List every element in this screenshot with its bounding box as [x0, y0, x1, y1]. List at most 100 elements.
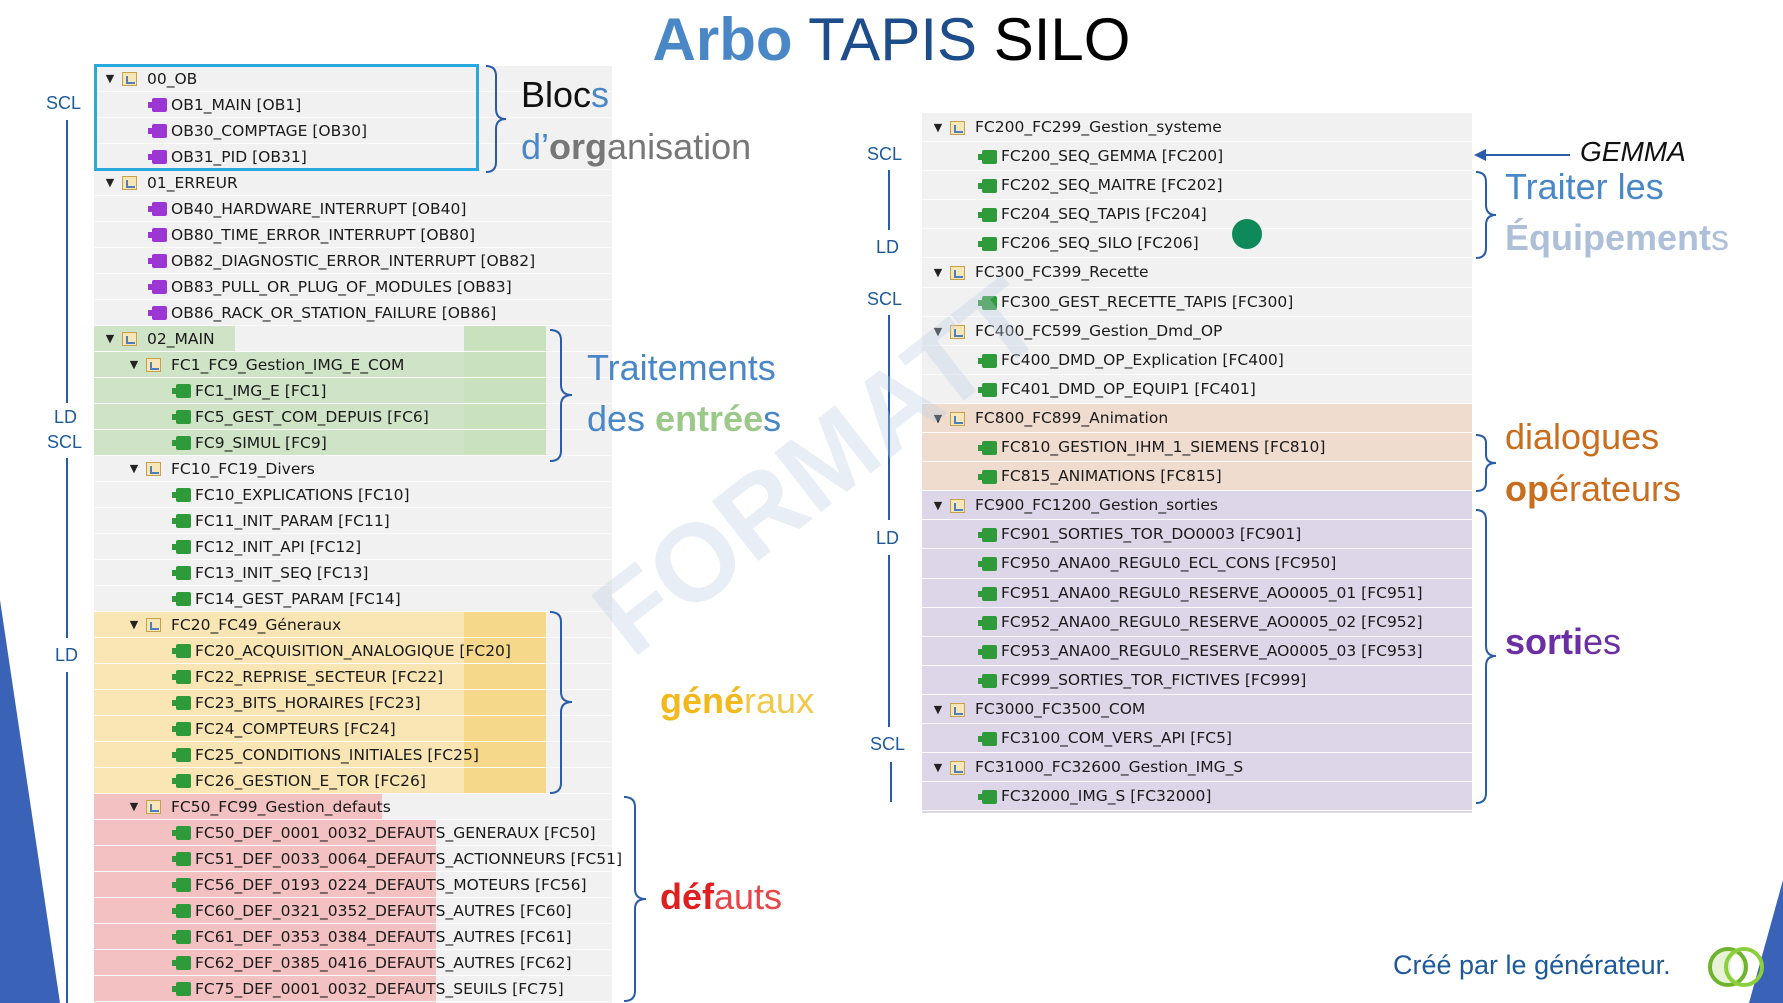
expand-arrow-icon[interactable]: ▼ — [933, 761, 943, 775]
tree-block-row[interactable]: FC206_SEQ_SILO [FC206] — [922, 229, 1472, 259]
tree-block-row[interactable]: FC400_DMD_OP_Explication [FC400] — [922, 346, 1472, 375]
tree-folder-row[interactable]: ▼00_OB — [94, 66, 612, 92]
expand-arrow-icon[interactable]: ▼ — [129, 800, 139, 813]
tree-item-label: OB83_PULL_OR_PLUG_OF_MODULES [OB83] — [171, 278, 512, 296]
tree-block-row[interactable]: FC50_DEF_0001_0032_DEFAUTS_GENERAUX [FC5… — [94, 820, 612, 846]
tree-block-row[interactable]: FC401_DMD_OP_EQUIP1 [FC401] — [922, 375, 1472, 404]
expand-arrow-icon[interactable]: ▼ — [933, 702, 943, 716]
right-label-scl-1: SCL — [867, 144, 903, 164]
expand-arrow-icon[interactable]: ▼ — [933, 499, 943, 513]
tree-block-row[interactable]: FC61_DEF_0353_0384_DEFAUTS_AUTRES [FC61] — [94, 924, 612, 950]
right-bracket-line-1 — [888, 170, 890, 230]
tree-block-row[interactable]: FC951_ANA00_REGUL0_RESERVE_AO0005_01 [FC… — [922, 579, 1472, 608]
expand-arrow-icon[interactable]: ▼ — [129, 462, 139, 475]
annotation-operateurs-part1: op — [1505, 468, 1549, 509]
expand-arrow-icon[interactable]: ▼ — [129, 358, 139, 371]
tree-folder-row[interactable]: ▼FC31000_FC32600_Gestion_IMG_S — [922, 753, 1472, 783]
tree-block-row[interactable]: FC950_ANA00_REGUL0_ECL_CONS [FC950] — [922, 549, 1472, 579]
tree-block-row[interactable]: FC999_SORTIES_TOR_FICTIVES [FC999] — [922, 666, 1472, 695]
tree-block-row[interactable]: FC14_GEST_PARAM [FC14] — [94, 586, 612, 612]
brace-defauts — [623, 796, 647, 1002]
tree-block-row[interactable]: FC10_EXPLICATIONS [FC10] — [94, 482, 612, 508]
expand-arrow-icon[interactable]: ▼ — [105, 332, 115, 345]
tree-folder-row[interactable]: ▼FC1_FC9_Gestion_IMG_E_COM — [94, 352, 612, 378]
tree-folder-row[interactable]: ▼ FC900_FC1200_Gestion_sorties — [922, 491, 1472, 521]
tree-block-row[interactable]: FC26_GESTION_E_TOR [FC26] — [94, 768, 612, 794]
tree-block-row[interactable]: FC1_IMG_E [FC1] — [94, 378, 612, 404]
tree-item-label: FC900_FC1200_Gestion_sorties — [975, 496, 1218, 515]
title-word-arbo: Arbo — [652, 6, 793, 73]
tree-block-row[interactable]: FC810_GESTION_IHM_1_SIEMENS [FC810] — [922, 433, 1472, 463]
tree-block-row[interactable]: FC32000_IMG_S [FC32000] — [922, 782, 1472, 812]
tree-folder-row[interactable]: ▼FC400_FC599_Gestion_Dmd_OP — [922, 317, 1472, 346]
tree-block-row[interactable]: FC300_GEST_RECETTE_TAPIS [FC300] — [922, 288, 1472, 317]
tree-block-row[interactable]: FC23_BITS_HORAIRES [FC23] — [94, 690, 612, 716]
status-dot — [1232, 219, 1262, 249]
expand-arrow-icon[interactable]: ▼ — [933, 411, 943, 425]
tree-block-row[interactable]: FC75_DEF_0001_0032_DEFAUTS_SEUILS [FC75] — [94, 976, 612, 1002]
tree-block-row[interactable]: FC20_ACQUISITION_ANALOGIQUE [FC20] — [94, 638, 612, 664]
highlight-generaux-block — [464, 612, 546, 794]
tree-block-row[interactable]: FC25_CONDITIONS_INITIALES [FC25] — [94, 742, 612, 768]
tree-block-row[interactable]: FC13_INIT_SEQ [FC13] — [94, 560, 612, 586]
tree-block-row[interactable]: OB80_TIME_ERROR_INTERRUPT [OB80] — [94, 222, 612, 248]
slide-title: Arbo TAPIS SILO — [0, 8, 1783, 72]
expand-arrow-icon[interactable]: ▼ — [105, 72, 115, 85]
tree-block-row[interactable]: FC12_INIT_API [FC12] — [94, 534, 612, 560]
tree-block-row[interactable]: OB82_DIAGNOSTIC_ERROR_INTERRUPT [OB82] — [94, 248, 612, 274]
fc-block-icon — [978, 790, 997, 805]
tree-block-row[interactable]: OB40_HARDWARE_INTERRUPT [OB40] — [94, 196, 612, 222]
annotation-blocs-part1: Bloc — [521, 74, 592, 115]
tree-block-row[interactable]: FC202_SEQ_MAITRE [FC202] — [922, 171, 1472, 201]
expand-arrow-icon[interactable]: ▼ — [933, 324, 943, 338]
tree-folder-row[interactable]: ▼FC50_FC99_Gestion_defauts — [94, 794, 612, 820]
tree-folder-row[interactable]: ▼FC300_FC399_Recette — [922, 258, 1472, 288]
annotation-entrees-part3: s — [763, 398, 782, 439]
right-label-ld-2: LD — [876, 528, 900, 548]
tree-block-row[interactable]: FC51_DEF_0033_0064_DEFAUTS_ACTIONNEURS [… — [94, 846, 622, 872]
tree-folder-row[interactable]: ▼FC10_FC19_Divers — [94, 456, 612, 482]
tree-folder-row[interactable]: ▼02_MAIN — [94, 326, 612, 352]
tree-block-row[interactable]: FC204_SEQ_TAPIS [FC204] — [922, 200, 1472, 230]
folder-icon — [950, 411, 965, 426]
tree-block-row[interactable]: FC200_SEQ_GEMMA [FC200] — [922, 142, 1472, 172]
tree-block-row[interactable]: FC3100_COM_VERS_API [FC5] — [922, 724, 1472, 754]
annotation-operateurs: opérateurs — [1505, 464, 1681, 514]
ob-block-icon — [148, 150, 167, 164]
left-label-scl-mid: SCL — [47, 432, 83, 452]
title-word-tapis: TAPIS — [808, 6, 978, 73]
expand-arrow-icon[interactable]: ▼ — [105, 176, 115, 189]
folder-icon — [950, 761, 965, 776]
tree-block-row[interactable]: FC56_DEF_0193_0224_DEFAUTS_MOTEURS [FC56… — [94, 872, 612, 898]
tree-block-row[interactable]: FC24_COMPTEURS [FC24] — [94, 716, 612, 742]
tree-block-row[interactable]: FC952_ANA00_REGUL0_RESERVE_AO0005_02 [FC… — [922, 608, 1472, 637]
tree-block-row[interactable]: FC11_INIT_PARAM [FC11] — [94, 508, 612, 534]
tree-folder-row[interactable]: ▼FC800_FC899_Animation — [922, 404, 1472, 434]
tree-block-row[interactable]: FC953_ANA00_REGUL0_RESERVE_AO0005_03 [FC… — [922, 637, 1472, 666]
left-bracket-line-2 — [66, 458, 68, 638]
annotation-defauts-part2: auts — [714, 876, 783, 917]
tree-block-row[interactable]: FC815_ANIMATIONS [FC815] — [922, 462, 1472, 492]
tree-block-row[interactable]: OB83_PULL_OR_PLUG_OF_MODULES [OB83] — [94, 274, 612, 300]
tree-folder-row[interactable]: ▼FC3000_FC3500_COM — [922, 695, 1472, 724]
expand-arrow-icon[interactable]: ▼ — [933, 121, 943, 134]
tree-block-row[interactable]: FC5_GEST_COM_DEPUIS [FC6] — [94, 404, 612, 430]
fc-block-icon — [172, 982, 191, 996]
tree-item-label: FC20_ACQUISITION_ANALOGIQUE [FC20] — [195, 642, 511, 660]
tree-folder-row[interactable]: ▼FC200_FC299_Gestion_systeme — [922, 113, 1472, 143]
tree-folder-row[interactable]: ▼01_ERREUR — [94, 170, 612, 196]
tree-block-row[interactable]: FC22_REPRISE_SECTEUR [FC22] — [94, 664, 612, 690]
tree-block-row[interactable]: FC901_SORTIES_TOR_DO0003 [FC901] — [922, 520, 1472, 550]
tree-block-row[interactable]: OB30_COMPTAGE [OB30] — [94, 118, 612, 144]
tree-block-row[interactable]: OB86_RACK_OR_STATION_FAILURE [OB86] — [94, 300, 612, 326]
tree-block-row[interactable]: FC62_DEF_0385_0416_DEFAUTS_AUTRES [FC62] — [94, 950, 612, 976]
tree-block-row[interactable]: FC9_SIMUL [FC9] — [94, 430, 612, 456]
expand-arrow-icon[interactable]: ▼ — [933, 266, 943, 280]
fc-block-icon — [978, 179, 997, 194]
expand-arrow-icon[interactable]: ▼ — [129, 618, 139, 631]
tree-block-row[interactable]: OB1_MAIN [OB1] — [94, 92, 612, 118]
tree-item-label: OB86_RACK_OR_STATION_FAILURE [OB86] — [171, 304, 497, 322]
tree-folder-row[interactable]: ▼FC20_FC49_Géneraux — [94, 612, 612, 638]
tree-block-row[interactable]: FC60_DEF_0321_0352_DEFAUTS_AUTRES [FC60] — [94, 898, 612, 924]
tree-item-label: FC810_GESTION_IHM_1_SIEMENS [FC810] — [1001, 438, 1326, 457]
